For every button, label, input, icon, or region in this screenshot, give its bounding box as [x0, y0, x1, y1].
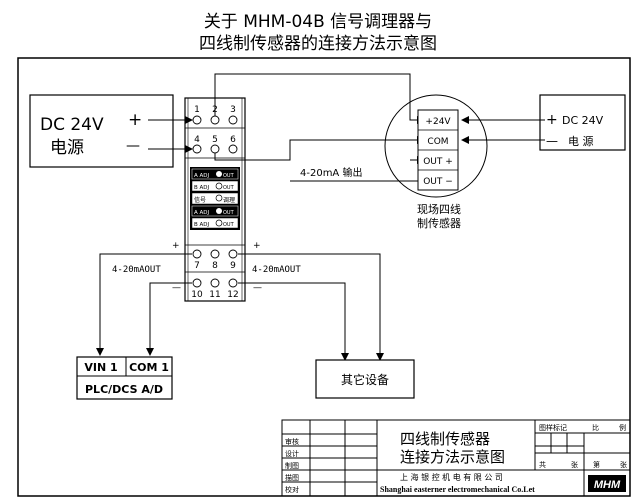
title-line-2: 四线制传感器的连接方法示意图 [199, 34, 437, 54]
sensor-pin-out-minus: OUT − [423, 177, 453, 187]
left-power-name: 电源 [50, 138, 84, 158]
panel-row1-out: OUT [223, 173, 235, 179]
tb-row-2: 设计 [285, 449, 299, 458]
bottom-terminal-screws-row2 [192, 278, 238, 288]
terminal-number-4: 4 [194, 135, 200, 145]
sensor-pin-out-plus: OUT + [423, 157, 453, 167]
wire-terminal5-to-sensor-com [214, 136, 425, 161]
terminal-number-11: 11 [209, 290, 220, 300]
tb-no: 第 [593, 460, 600, 469]
panel-led-1 [216, 171, 222, 177]
title-block [281, 419, 631, 497]
tb-total: 共 [539, 460, 546, 469]
left-power-minus: — [126, 138, 140, 154]
terminal-number-12: 12 [227, 290, 238, 300]
sensor-label-line-2: 制传感器 [417, 217, 461, 230]
panel-row4-label: A ADJ [194, 210, 210, 216]
right-power-minus: — [546, 134, 558, 148]
panel-row3-right: 调理 [223, 196, 235, 204]
panel-row4-out: OUT [223, 210, 235, 216]
left-minus-sign: — [172, 283, 181, 293]
top-terminal-screws-row1 [192, 115, 238, 125]
tb-sheets-2: 张 [620, 460, 627, 469]
plc-vin: VIN 1 [84, 361, 117, 374]
right-minus-sign: — [253, 283, 262, 293]
other-device-label: 其它设备 [341, 372, 389, 387]
tb-drawing-line-2: 连接方法示意图 [400, 448, 505, 466]
tb-company-cn: 上 海 银 控 机 电 有 限 公 司 [400, 472, 503, 482]
right-plus-sign: + [253, 241, 261, 251]
tb-drawing-line-1: 四线制传感器 [400, 430, 490, 448]
left-power-voltage: DC 24V [40, 115, 104, 135]
right-out-label: 4-20mAOUT [252, 265, 301, 275]
tb-row-1: 审核 [285, 437, 299, 446]
bottom-terminal-screws-row1 [192, 249, 238, 259]
panel-led-3 [215, 194, 223, 202]
sensor-label-line-1: 现场四线 [417, 202, 461, 216]
tb-header-mark: 图样标记 [539, 423, 567, 432]
sensor-pin-24v: +24V [425, 117, 451, 127]
left-power-plus: + [128, 110, 142, 130]
panel-row2-label: B ADJ [194, 185, 210, 191]
left-plus-sign: + [172, 241, 180, 251]
left-out-label: 4-20mAOUT [112, 265, 161, 275]
tb-row-4: 描图 [285, 473, 299, 482]
logo-text: MHM [594, 479, 621, 491]
sensor-pin-com: COM [427, 137, 448, 147]
wires-plc [96, 253, 192, 356]
panel-row2-out: OUT [223, 185, 235, 191]
terminal-number-1: 1 [194, 105, 200, 115]
terminal-number-6: 6 [230, 135, 236, 145]
terminal-number-3: 3 [230, 105, 236, 115]
tb-header-ratio-2: 例 [619, 423, 626, 432]
sensor-circle [384, 94, 488, 198]
panel-led-5 [215, 219, 223, 227]
terminal-number-9: 9 [230, 261, 236, 271]
tb-header-ratio-1: 比 [592, 423, 599, 432]
terminal-number-7: 7 [194, 261, 200, 271]
top-terminal-screws-row2 [192, 144, 238, 154]
terminal-number-8: 8 [212, 261, 218, 271]
panel-row3-left: 信号 [194, 196, 206, 204]
wires-left-power [148, 116, 193, 153]
left-power-box [29, 94, 174, 168]
tb-row-5: 校对 [285, 485, 299, 494]
wires-other-device [238, 253, 384, 361]
panel-led-4 [216, 208, 222, 214]
panel-row5-label: B ADJ [194, 222, 210, 228]
other-device-box [315, 359, 415, 399]
logo-block [588, 475, 626, 492]
terminal-number-10: 10 [191, 290, 203, 300]
panel-row5-out: OUT [223, 222, 235, 228]
plc-box [76, 356, 173, 400]
terminal-number-5: 5 [212, 135, 218, 145]
wire-terminal2-to-sensor [214, 73, 425, 124]
panel-row1-label: A ADJ [194, 173, 210, 179]
title-line-1: 关于 MHM-04B 信号调理器与 [204, 12, 432, 32]
panel-led-2 [215, 182, 223, 190]
right-power-plus: + [546, 112, 558, 128]
wires-right-power [461, 116, 545, 144]
tb-row-3: 制图 [285, 461, 299, 470]
right-power-voltage: DC 24V [562, 114, 604, 127]
plc-name: PLC/DCS A/D [85, 383, 163, 396]
tb-company-en: Shanghai easterner electromechanical Co.… [380, 485, 535, 494]
plc-com: COM 1 [129, 361, 169, 374]
right-power-box [539, 94, 626, 151]
output-label: 4-20mA 输出 [300, 166, 362, 179]
tb-sheets-1: 张 [571, 460, 578, 469]
right-power-name: 电 源 [568, 134, 594, 148]
